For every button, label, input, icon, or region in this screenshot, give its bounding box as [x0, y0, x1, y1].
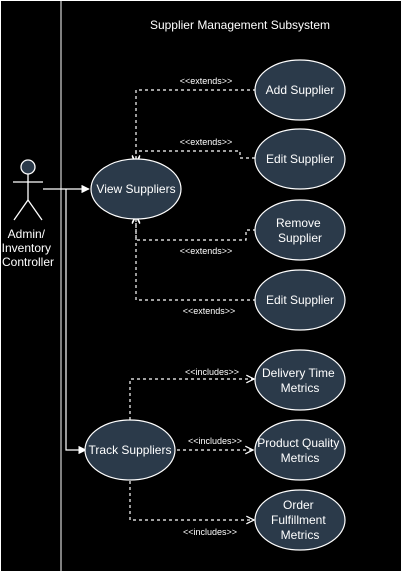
use-case-remove-supplier[interactable]: Remove Supplier [254, 199, 346, 261]
use-case-view-suppliers[interactable]: View Suppliers [90, 158, 182, 220]
svg-text:Edit Supplier: Edit Supplier [266, 293, 334, 307]
extends-label-3: <<extends>> [180, 246, 233, 256]
extends-label-1: <<extends>> [180, 76, 233, 86]
includes-label-2: <<includes>> [188, 436, 242, 446]
includes-label-1: <<includes>> [185, 367, 239, 377]
svg-text:Product Quality Metrics: Product Quality Metrics [257, 436, 342, 465]
use-case-track-suppliers[interactable]: Track Suppliers [84, 419, 176, 481]
system-boundary-title: Supplier Management Subsystem [150, 18, 330, 32]
extends-relations [136, 89, 256, 301]
extends-label-4: <<extends>> [183, 306, 236, 316]
use-case-order-fulfillment-metrics[interactable]: Order Fulfillment Metrics [254, 489, 346, 551]
svg-text:Track Suppliers: Track Suppliers [89, 443, 172, 457]
includes-relations [129, 379, 254, 520]
actor-label: Admin/ Inventory Controller [2, 227, 55, 269]
use-case-edit-supplier-2[interactable]: Edit Supplier [254, 269, 346, 331]
extends-label-2: <<extends>> [180, 137, 233, 147]
svg-text:Remove Supplier: Remove Supplier [276, 216, 324, 245]
svg-text:Delivery Time Metrics: Delivery Time Metrics [262, 366, 338, 395]
includes-label-3: <<includes>> [183, 527, 237, 537]
use-case-product-quality-metrics[interactable]: Product Quality Metrics [254, 419, 346, 481]
actor-associations [43, 184, 90, 455]
use-case-delivery-time-metrics[interactable]: Delivery Time Metrics [254, 349, 346, 411]
actor-icon [13, 159, 43, 221]
svg-text:Edit Supplier: Edit Supplier [266, 152, 334, 166]
use-case-edit-supplier-1[interactable]: Edit Supplier [254, 128, 346, 190]
svg-text:Add Supplier: Add Supplier [266, 83, 335, 97]
use-case-add-supplier[interactable]: Add Supplier [254, 59, 346, 121]
svg-text:View Suppliers: View Suppliers [96, 182, 175, 196]
svg-text:Order Fulfillment: Order Fulfillment Metrics [271, 498, 329, 542]
